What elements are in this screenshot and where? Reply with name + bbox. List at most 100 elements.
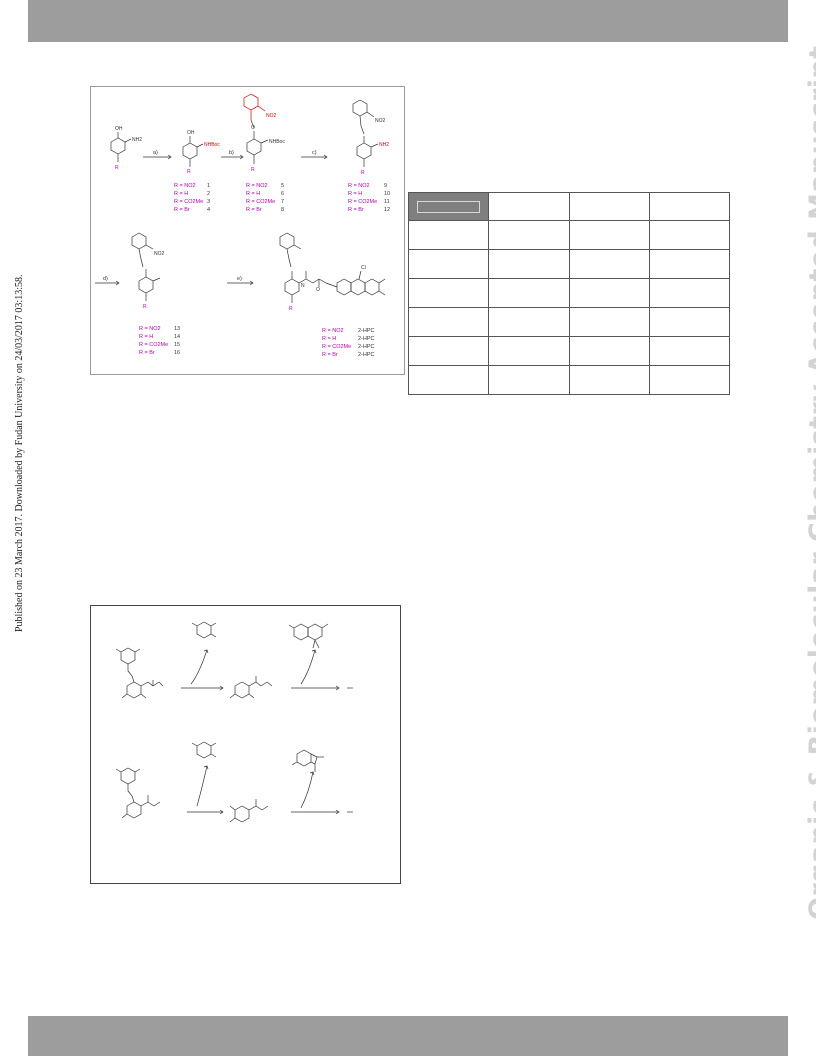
table-cell: [488, 365, 570, 395]
hydroxyl-label: OH: [187, 130, 195, 136]
table-row: [407, 365, 731, 395]
svg-text:R = H: R = H: [174, 191, 188, 197]
svg-text:2-HPC: 2-HPC: [358, 336, 375, 342]
svg-text:R = Br: R = Br: [139, 350, 155, 356]
table-cell: [407, 336, 490, 366]
table-row: [407, 249, 731, 279]
svg-text:15: 15: [174, 342, 180, 348]
boc-amine-label: NHBoc: [204, 142, 220, 148]
svg-text:R = CO2Me: R = CO2Me: [139, 342, 168, 348]
r-group-label: R: [143, 304, 147, 310]
hydroxyl-label: OH: [115, 126, 123, 132]
svg-text:R = NO2: R = NO2: [348, 183, 370, 189]
header-bar: [28, 0, 788, 42]
svg-text:R = H: R = H: [139, 334, 153, 340]
svg-text:9: 9: [384, 183, 387, 189]
table-cell: [568, 365, 650, 395]
svg-text:10: 10: [384, 191, 390, 197]
table-cell: [407, 220, 490, 250]
r-group-label: R: [361, 170, 365, 176]
table-header-cell: [488, 192, 570, 221]
synthesis-scheme: OH NH2 R OH NHBoc R NO2 O NHBoc R NO2 NH…: [90, 86, 405, 375]
carbamate-oxygen-label: O: [316, 287, 320, 293]
r-group-label: R: [115, 165, 119, 171]
table-cell: [407, 365, 490, 395]
step-b-label: b): [229, 150, 234, 156]
svg-text:R = CO2Me: R = CO2Me: [348, 199, 377, 205]
table-header-cell: [568, 192, 650, 221]
svg-text:R = CO2Me: R = CO2Me: [174, 199, 203, 205]
ether-oxygen-label: O: [251, 125, 255, 131]
table-cell: [407, 249, 490, 279]
svg-text:6: 6: [281, 191, 284, 197]
boc-amine-label: NHBoc: [269, 139, 285, 145]
nitro-label: NO2: [154, 251, 165, 257]
svg-text:8: 8: [281, 207, 284, 213]
step-d-label: d): [103, 276, 108, 282]
table-cell: [568, 336, 650, 366]
svg-text:R = Br: R = Br: [246, 207, 262, 213]
table-cell: [488, 336, 570, 366]
table-cell: [648, 220, 731, 250]
amine-label: NH2: [379, 142, 389, 148]
r-group-label: R: [187, 169, 191, 175]
footer-bar: [28, 1016, 788, 1056]
svg-text:7: 7: [281, 199, 284, 205]
svg-text:R = NO2: R = NO2: [246, 183, 268, 189]
svg-text:R = Br: R = Br: [348, 207, 364, 213]
svg-text:14: 14: [174, 334, 180, 340]
table-cell: [568, 307, 650, 337]
accepted-manuscript-watermark: Organic & Biomolecular Chemistry Accepte…: [804, 45, 816, 920]
step-e-label: e): [237, 276, 242, 282]
svg-text:2-HPC: 2-HPC: [358, 352, 375, 358]
provenance-note: Published on 23 March 2017. Downloaded b…: [14, 274, 25, 632]
table-header-cell: [407, 192, 490, 221]
svg-text:R = H: R = H: [246, 191, 260, 197]
svg-text:2: 2: [207, 191, 210, 197]
table-cell: [648, 365, 731, 395]
table-cell: [488, 220, 570, 250]
table-cell: [407, 278, 490, 308]
r-group-label: R: [289, 306, 293, 312]
svg-text:R = Br: R = Br: [174, 207, 190, 213]
svg-text:11: 11: [384, 199, 390, 205]
svg-text:16: 16: [174, 350, 180, 356]
mechanism-drawing: [115, 621, 353, 823]
step-c-label: c): [312, 150, 317, 156]
table-header-cell: [648, 192, 731, 221]
svg-text:R = Br: R = Br: [322, 352, 338, 358]
compound-list-2: R = NO2 5 R = H 6 R = CO2Me 7 R = Br 8: [246, 183, 284, 213]
table-cell: [568, 220, 650, 250]
chlorine-label: Cl: [361, 265, 366, 271]
svg-text:R = NO2: R = NO2: [174, 183, 196, 189]
svg-text:2-HPC: 2-HPC: [358, 344, 375, 350]
svg-text:13: 13: [174, 326, 180, 332]
table-cell: [488, 278, 570, 308]
table-cell: [648, 307, 731, 337]
compound-list-3: R = NO2 9 R = H 10 R = CO2Me 11 R = Br 12: [348, 183, 390, 213]
table-row: [407, 307, 731, 337]
svg-text:R = H: R = H: [348, 191, 362, 197]
table-cell: [568, 278, 650, 308]
data-table: [407, 192, 731, 395]
table-cell: [648, 278, 731, 308]
svg-text:4: 4: [207, 207, 210, 213]
svg-text:R = CO2Me: R = CO2Me: [322, 344, 351, 350]
svg-text:R = NO2: R = NO2: [139, 326, 161, 332]
svg-text:R = CO2Me: R = CO2Me: [246, 199, 275, 205]
table-cell: [568, 249, 650, 279]
r-group-label: R: [251, 167, 255, 173]
amine-label: NH2: [132, 137, 142, 143]
step-a-label: a): [153, 150, 158, 156]
table-cell: [488, 249, 570, 279]
svg-text:1: 1: [207, 183, 210, 189]
nitro-label: NO2: [375, 118, 386, 124]
svg-text:12: 12: [384, 207, 390, 213]
table-cell: [648, 336, 731, 366]
svg-text:5: 5: [281, 183, 284, 189]
synthesis-scheme-drawing: OH NH2 R OH NHBoc R NO2 O NHBoc R NO2 NH…: [95, 93, 390, 358]
table-row: [407, 336, 731, 366]
photorelease-mechanism-scheme: [90, 605, 401, 884]
svg-text:R = NO2: R = NO2: [322, 328, 344, 334]
